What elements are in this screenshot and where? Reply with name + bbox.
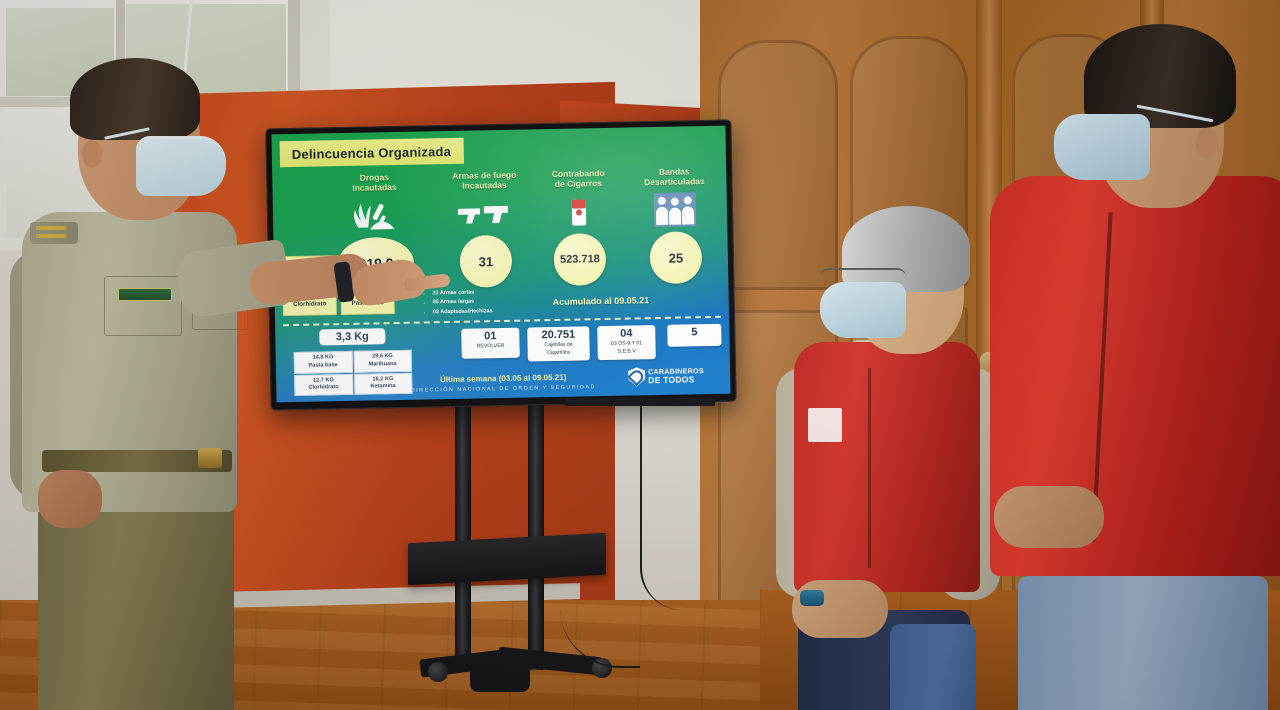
carabineros-logo: CARABINEROS DE TODOS xyxy=(628,366,704,386)
presentation-tv[interactable]: Delincuencia Organizada Drogas Incautada… xyxy=(265,119,737,411)
officer-resting-hand xyxy=(38,470,102,528)
officer-belt xyxy=(42,450,232,472)
week-card-cigarettes: 20.751 Cajetillas de Cigarrillos xyxy=(527,326,590,362)
stat-value-gangs: 25 xyxy=(649,231,703,285)
man2-government-badge xyxy=(808,408,842,442)
week-card-gangs: 04 03 OS-9 Y 01 S.E.B.V xyxy=(597,325,656,361)
man2-eyeglasses xyxy=(820,268,906,286)
cart-post-right xyxy=(528,400,544,670)
stat-heading-gangs: Bandas Desarticuladas xyxy=(644,166,705,188)
cannabis-leaf-and-syringe-icon xyxy=(319,194,432,236)
accumulated-label: Acumulado al 09.05.21 xyxy=(552,295,650,308)
man2-hair xyxy=(842,206,970,292)
officer-shirt-pocket-left xyxy=(104,276,182,336)
man3-hair xyxy=(1084,24,1236,128)
man3-ear xyxy=(1196,128,1218,158)
carabineros-shield-icon xyxy=(628,367,645,386)
man2-face-mask xyxy=(820,282,906,338)
carabineros-logo-text: CARABINEROS DE TODOS xyxy=(647,366,704,385)
man2-clasped-hands xyxy=(792,580,888,638)
cart-post-left xyxy=(455,400,471,670)
man2-jeans xyxy=(890,624,976,710)
man3-jeans xyxy=(1018,576,1268,710)
stat-column-firearms: Armas de fuego Incautadas 31 xyxy=(424,169,546,288)
stat-column-drugs: Drogas Incautadas xyxy=(318,171,432,291)
two-pistols-icon xyxy=(425,192,546,234)
week-card-revolver: 01 REVOLVER xyxy=(461,327,520,359)
stat-heading-cigarettes: Contrabando de Cigarros xyxy=(551,167,605,189)
man2-wristwatch xyxy=(800,590,824,606)
stat-value-cigarettes: 523.718 xyxy=(553,233,607,287)
tv-mount-plate xyxy=(565,398,715,406)
power-cable xyxy=(640,390,682,610)
man2-red-vest xyxy=(794,342,980,592)
person-official-grey-hair xyxy=(776,172,1006,710)
man3-hands xyxy=(994,486,1104,548)
man3-name-embroidery xyxy=(1120,266,1180,278)
man3-face-mask xyxy=(1054,114,1150,180)
man2-vest-zipper xyxy=(868,368,871,568)
stat-column-gangs: Bandas Desarticuladas 2 xyxy=(624,166,726,285)
statistics-columns: Drogas Incautadas xyxy=(272,166,729,350)
officer-belt-buckle xyxy=(198,448,222,468)
officer-ear xyxy=(82,140,102,168)
cigarette-pack-icon xyxy=(527,191,632,233)
cart-leg-center xyxy=(470,662,530,692)
officer-hair xyxy=(70,58,200,140)
cart-caster-left xyxy=(428,662,448,682)
tv-screen: Delincuencia Organizada Drogas Incautada… xyxy=(271,125,731,403)
officer-name-tag xyxy=(118,288,172,301)
three-people-group-icon xyxy=(625,189,726,231)
officer-epaulette xyxy=(30,222,78,244)
person-carabineros-officer xyxy=(0,0,470,710)
officer-face-mask xyxy=(136,136,226,196)
week-card-vehicles: 5 xyxy=(667,323,722,347)
stat-column-cigarettes: Contrabando de Cigarros 523.718 xyxy=(526,168,632,287)
man2-name-embroidery xyxy=(882,426,948,442)
person-official-dark-hair xyxy=(990,16,1280,710)
